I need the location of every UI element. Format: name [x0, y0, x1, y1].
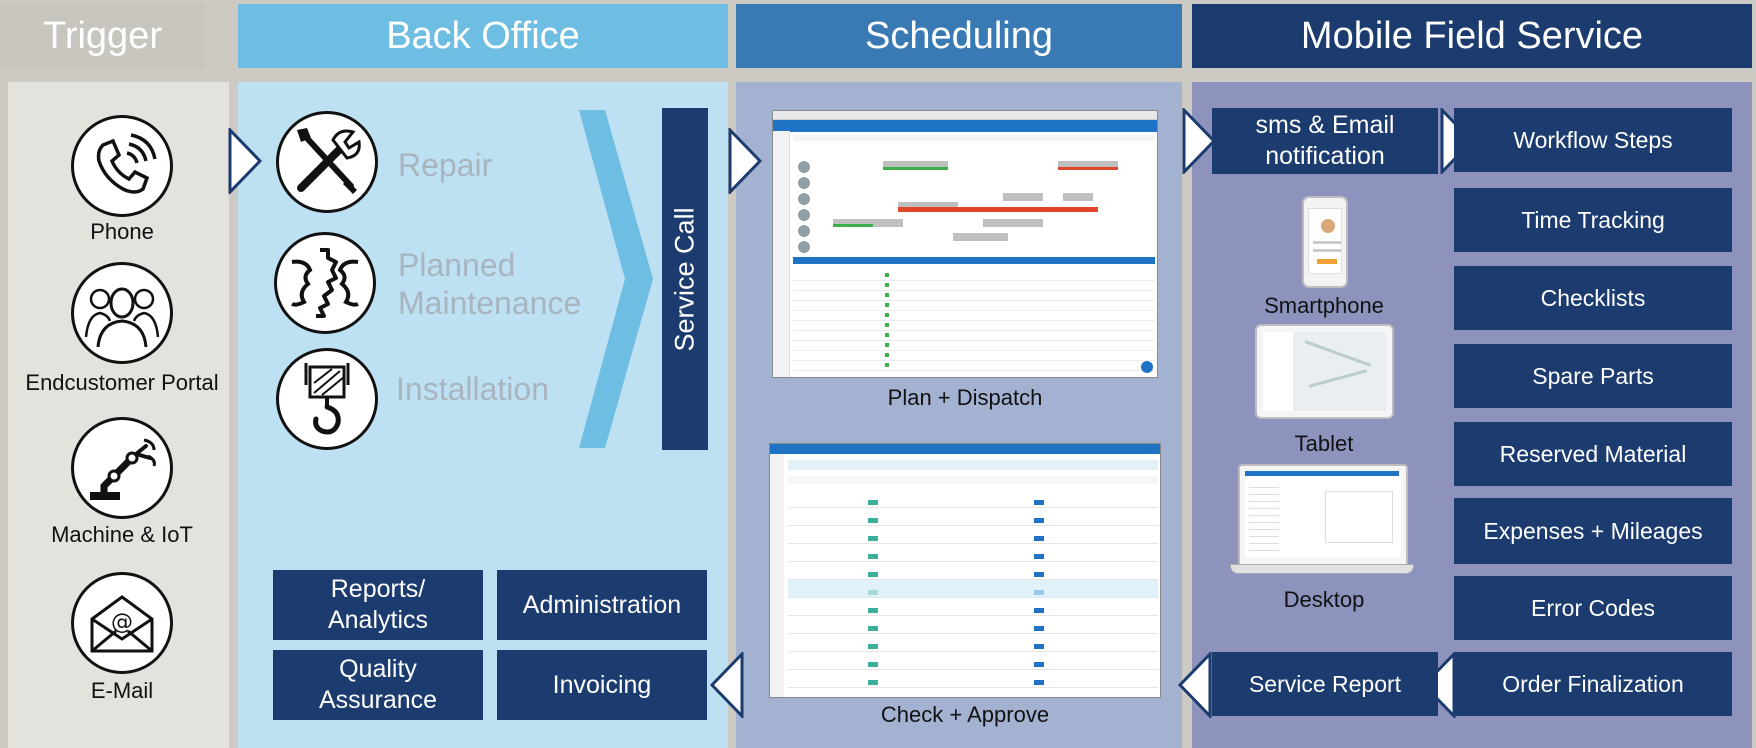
trigger-label-portal: Endcustomer Portal: [25, 370, 219, 395]
scheduling-header: Scheduling: [736, 4, 1182, 68]
device-label-tablet: Tablet: [1294, 431, 1354, 456]
check-approve-screenshot: [769, 443, 1161, 698]
service-call-box: Service Call: [662, 108, 708, 450]
plan-dispatch-caption: Plan + Dispatch: [887, 385, 1043, 410]
step-time-tracking: Time Tracking: [1454, 188, 1732, 252]
back-office-title: Back Office: [386, 14, 580, 57]
back-office-label-planned: Planned Maintenance: [398, 246, 581, 322]
step-label: Spare Parts: [1532, 362, 1654, 389]
back-office-header: Back Office: [238, 4, 728, 68]
device-label-smartphone: Smartphone: [1264, 293, 1384, 318]
service-report-box: Service Report: [1212, 652, 1438, 716]
planned-line1: Planned: [398, 247, 516, 283]
sms-line1: sms & Email: [1255, 111, 1395, 139]
arrow-left-icon: [1421, 652, 1456, 718]
arrow-left-icon: [1177, 652, 1212, 718]
svg-text:@: @: [111, 610, 133, 635]
service-call-label: Service Call: [669, 206, 700, 352]
laptop-image: [1230, 464, 1414, 576]
trigger-label-iot: Machine & IoT: [51, 522, 193, 547]
envelope-icon: @: [71, 572, 173, 674]
administration-label: Administration: [522, 590, 682, 619]
mobile-header: Mobile Field Service: [1192, 4, 1752, 68]
step-label: Workflow Steps: [1513, 126, 1673, 153]
sms-line2: notification: [1265, 142, 1385, 170]
step-error-codes: Error Codes: [1454, 576, 1732, 640]
step-label: Checklists: [1540, 284, 1646, 311]
check-approve-caption: Check + Approve: [880, 702, 1050, 727]
service-report-label: Service Report: [1248, 670, 1402, 697]
tablet-image: [1255, 324, 1394, 419]
trigger-header: Trigger: [0, 4, 205, 68]
step-label: Error Codes: [1531, 594, 1655, 621]
step-checklists: Checklists: [1454, 266, 1732, 330]
invoicing-label: Invoicing: [552, 670, 652, 699]
smartphone-image: [1302, 196, 1348, 288]
crane-hook-icon: [276, 348, 378, 450]
planned-line2: Maintenance: [398, 285, 582, 321]
trigger-label-phone: Phone: [90, 219, 154, 244]
gears-icon: [274, 232, 376, 334]
quality-assurance-box: Quality Assurance: [273, 650, 483, 720]
step-order-finalization: Order Finalization: [1454, 652, 1732, 716]
reports-analytics-box: Reports/ Analytics: [273, 570, 483, 640]
arrow-left-icon: [709, 652, 744, 718]
phone-icon: [71, 115, 173, 217]
customers-icon: [71, 262, 173, 364]
step-label: Order Finalization: [1502, 670, 1684, 697]
step-workflow-steps: Workflow Steps: [1454, 108, 1732, 172]
robot-arm-icon: [71, 417, 173, 519]
administration-box: Administration: [497, 570, 707, 640]
step-reserved-material: Reserved Material: [1454, 422, 1732, 486]
back-office-label-installation: Installation: [396, 371, 549, 407]
trigger-title: Trigger: [43, 14, 162, 57]
step-label: Time Tracking: [1521, 206, 1665, 233]
step-label: Expenses + Mileages: [1483, 517, 1703, 544]
step-expenses-mileages: Expenses + Mileages: [1454, 498, 1732, 564]
plan-dispatch-screenshot: [772, 110, 1158, 378]
tools-icon: [276, 111, 378, 213]
reports-line2: Analytics: [327, 606, 429, 634]
quality-line1: Quality: [339, 655, 417, 683]
reports-line1: Reports/: [330, 575, 426, 603]
chevron-right-icon: [579, 110, 653, 448]
arrow-right-icon: [728, 128, 763, 194]
step-label: Reserved Material: [1499, 440, 1687, 467]
device-label-desktop: Desktop: [1283, 587, 1365, 612]
step-spare-parts: Spare Parts: [1454, 344, 1732, 408]
arrow-right-icon: [1182, 108, 1217, 174]
arrow-right-icon: [228, 128, 263, 194]
trigger-label-email: E-Mail: [90, 678, 154, 703]
scheduling-title: Scheduling: [864, 14, 1054, 57]
sms-email-notification-box: sms & Email notification: [1212, 108, 1438, 174]
mobile-title: Mobile Field Service: [1300, 14, 1644, 57]
quality-line2: Assurance: [318, 686, 438, 714]
invoicing-box: Invoicing: [497, 650, 707, 720]
back-office-label-repair: Repair: [398, 147, 493, 183]
